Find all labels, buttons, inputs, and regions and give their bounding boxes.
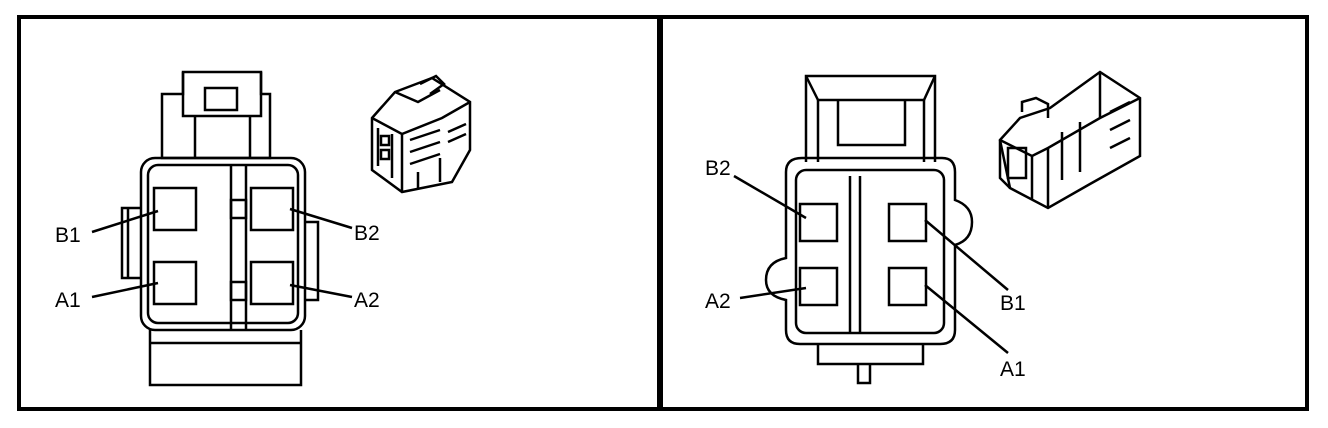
cavity-b1 <box>152 186 198 232</box>
cavity-b1 <box>887 202 928 243</box>
cavity-a1 <box>887 266 928 307</box>
left-label-b2: B2 <box>354 222 380 245</box>
right-isometric-connector <box>998 70 1142 210</box>
right-label-b1: B1 <box>1000 292 1026 315</box>
left-label-a2: A2 <box>354 289 380 312</box>
left-panel: B1 A1 B2 A2 <box>17 15 661 411</box>
left-label-b1: B1 <box>55 224 81 247</box>
right-panel: B2 A2 B1 A1 <box>659 15 1309 411</box>
right-label-a2: A2 <box>705 290 731 313</box>
right-connector-face <box>764 74 974 385</box>
right-leader-lines <box>733 174 1009 354</box>
cavity-b2 <box>798 202 839 243</box>
left-isometric-connector <box>370 74 472 194</box>
left-connector-face <box>120 70 320 387</box>
cavity-a2 <box>798 266 839 307</box>
right-label-a1: A1 <box>1000 358 1026 381</box>
cavity-a2 <box>249 260 295 306</box>
cavity-b2 <box>249 186 295 232</box>
left-label-a1: A1 <box>55 289 81 312</box>
cavity-a1 <box>152 260 198 306</box>
right-label-b2: B2 <box>705 157 731 180</box>
left-leader-lines <box>91 207 353 299</box>
